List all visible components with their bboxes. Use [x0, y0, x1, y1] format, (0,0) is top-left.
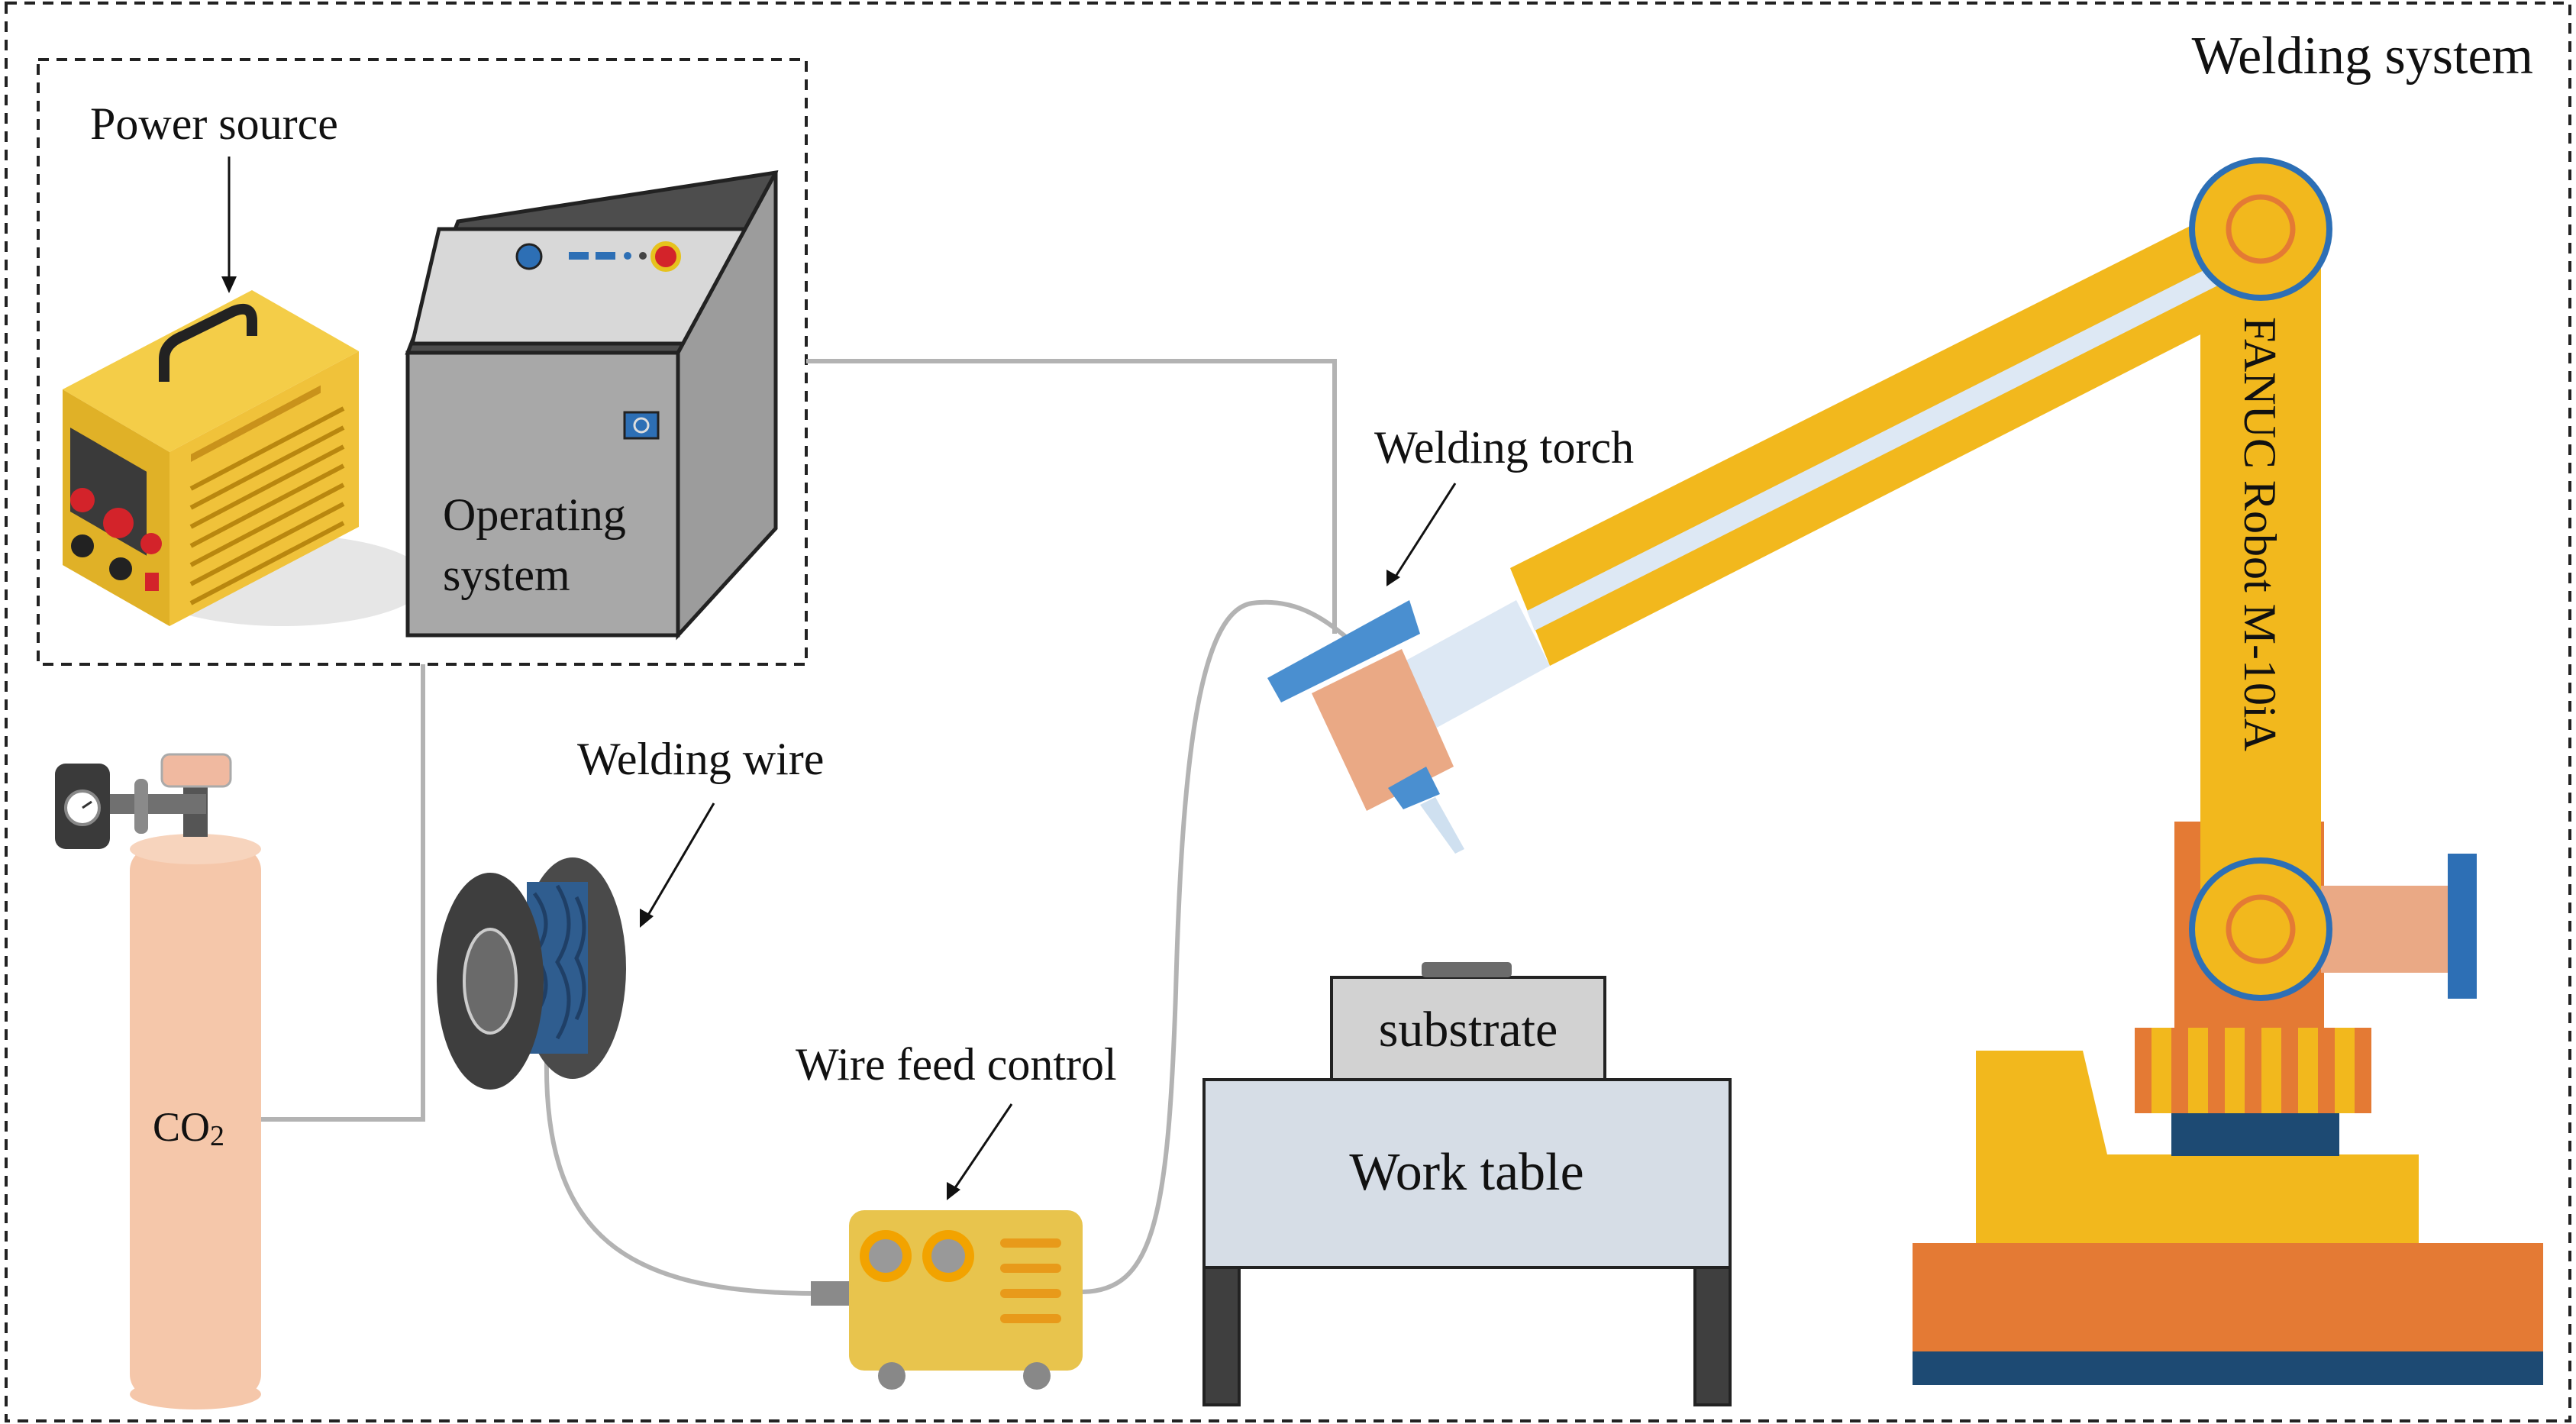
- operating-system-label-line1: Operating: [443, 489, 626, 540]
- feeder-wheel-left: [878, 1362, 905, 1390]
- power-source-handle: [159, 304, 257, 382]
- wire-feed-cable: [544, 1057, 812, 1296]
- power-source-unit: [63, 290, 428, 626]
- co2-cylinder: [55, 753, 261, 1409]
- robot-forearm-stripe: [1527, 246, 2260, 631]
- robot-upper-joint-inner: [2226, 194, 2296, 264]
- power-source-arrowhead: [221, 276, 237, 293]
- cylinder-body: [130, 848, 261, 1397]
- co2-label: CO2: [153, 1104, 224, 1152]
- robot-side-flange: [2448, 854, 2477, 999]
- cylinder-bottom: [130, 1379, 261, 1409]
- knob-red-1: [70, 488, 95, 512]
- feeder-dial-left-inner: [869, 1239, 902, 1273]
- robot-gear-teeth: [2152, 1028, 2355, 1113]
- robot-rotary-ring: [2171, 1113, 2339, 1156]
- power-source-top: [63, 290, 359, 452]
- vent-slats: [189, 406, 345, 605]
- co2-label-subscript: 2: [210, 1120, 224, 1152]
- control-cable: [806, 359, 1337, 634]
- table-leg-left: [1202, 1266, 1241, 1406]
- welding-torch-arrow: [1393, 483, 1457, 580]
- cabinet-indicator-1: [624, 252, 631, 260]
- feeder-connector: [811, 1281, 852, 1306]
- operating-system-cabinet: [405, 170, 779, 641]
- regulator-bar: [92, 794, 206, 814]
- cylinder-top: [130, 834, 261, 864]
- power-switch: [145, 573, 159, 591]
- co2-label-main: CO: [153, 1104, 210, 1150]
- feeder-wheel-right: [1023, 1362, 1051, 1390]
- wire-feed-control-unit: [811, 1210, 1083, 1390]
- regulator-cap: [160, 753, 232, 788]
- robot-label: FANUC Robot M-10iA: [2235, 317, 2285, 751]
- table-leg-right: [1693, 1266, 1732, 1406]
- cabinet-indicator-2: [639, 252, 647, 260]
- torch-wrist: [1402, 600, 1550, 728]
- operating-system-label-line2: system: [443, 550, 570, 600]
- power-source-label: Power source: [90, 98, 338, 149]
- torch-body: [1312, 649, 1454, 811]
- gas-hose: [261, 664, 425, 1122]
- feeder-vent-slats: [1000, 1238, 1061, 1323]
- wire-feed-arrowhead: [947, 1182, 960, 1200]
- diagram-title: Welding system: [2192, 27, 2533, 86]
- cabinet-front: [405, 350, 680, 638]
- robot-base-stripe: [1913, 1351, 2543, 1385]
- cabinet-emergency-button: [650, 241, 681, 272]
- robot-upper-joint: [2189, 157, 2332, 301]
- torch-collar: [1267, 600, 1420, 702]
- table-top: [1202, 1078, 1732, 1269]
- substrate-block: [1330, 976, 1606, 1081]
- cabinet-vent-icon: [623, 411, 660, 440]
- robot-gear-band: [2135, 1028, 2371, 1113]
- outer-frame: [5, 2, 2571, 1422]
- cables: [261, 359, 1353, 1296]
- cabinet-slot-1: [569, 252, 589, 260]
- spool-hub: [463, 928, 518, 1035]
- work-table: [1202, 976, 1732, 1406]
- robot-pedestal: [1976, 1051, 2419, 1243]
- substrate-clamp: [1422, 962, 1512, 977]
- wire-feed-control-label: Wire feed control: [796, 1039, 1117, 1090]
- robot-side-shaft: [2321, 886, 2449, 973]
- feeder-dial-right-inner: [931, 1239, 965, 1273]
- welding-wire-arrowhead: [640, 909, 654, 928]
- welding-wire-label: Welding wire: [577, 734, 824, 784]
- robot-base-plate: [1913, 1243, 2543, 1351]
- knob-red-2: [103, 508, 134, 538]
- torch-cable: [1082, 599, 1353, 1294]
- knob-red-3: [140, 533, 162, 554]
- torch-nozzle: [1388, 767, 1440, 809]
- wire-feed-arrow: [951, 1103, 1013, 1192]
- cabinet-vent-ring: [633, 417, 650, 434]
- welding-torch: [1267, 600, 1550, 854]
- welding-torch-arrowhead: [1386, 570, 1400, 586]
- work-table-label: Work table: [1349, 1143, 1583, 1202]
- robot-vertical-arm: [2200, 215, 2321, 933]
- terminal-1: [66, 530, 98, 562]
- terminal-2: [105, 553, 137, 585]
- cabinet-button-blue: [515, 243, 543, 270]
- fanuc-robot: FANUC Robot M-10iA: [1510, 157, 2543, 1385]
- robot-lower-joint-inner: [2226, 894, 2296, 964]
- gauge-needle: [82, 800, 92, 809]
- welding-wire-spool: [437, 857, 626, 1090]
- cabinet-slot-2: [596, 252, 615, 260]
- welding-torch-label: Welding torch: [1374, 422, 1634, 473]
- power-source-vents: [191, 385, 321, 462]
- robot-lower-joint: [2189, 857, 2332, 1001]
- substrate-label: substrate: [1379, 1002, 1558, 1058]
- welding-wire-arrow: [646, 802, 715, 917]
- regulator-knob: [134, 779, 148, 834]
- torch-wire-tip: [1420, 797, 1464, 854]
